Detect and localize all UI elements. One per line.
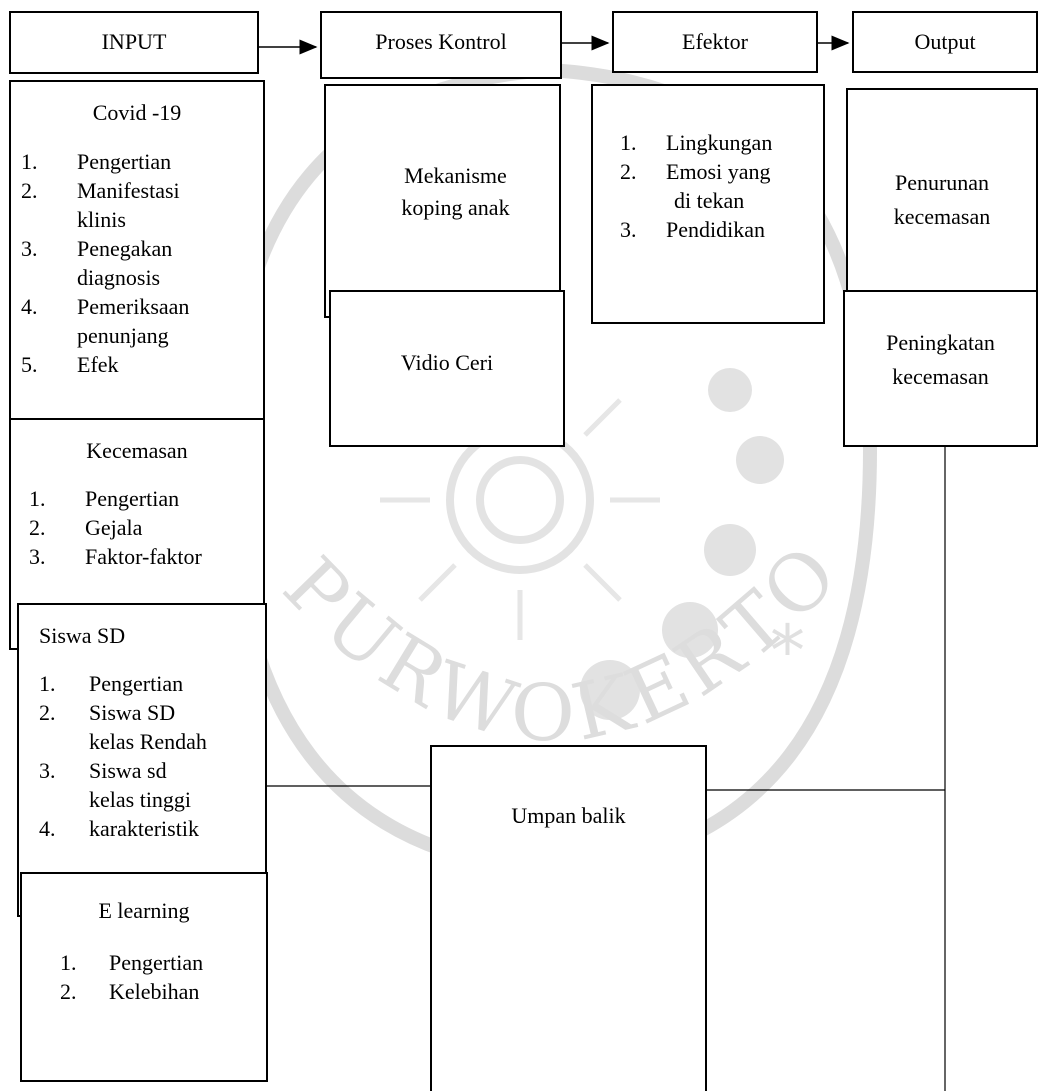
process-header-box: Proses Kontrol	[320, 11, 562, 79]
list-item: 4.karakteristik	[39, 816, 199, 841]
list-item: 2.Gejala	[29, 515, 143, 540]
list-item: 3.Pendidikan	[620, 217, 765, 242]
students-title: Siswa SD	[39, 623, 126, 648]
list-item: 1.Pengertian	[21, 149, 172, 174]
list-item: 1.Lingkungan	[620, 130, 773, 155]
covid-title: Covid -19	[92, 100, 182, 125]
elearning-box: E learning 1.Pengertian 2.Kelebihan	[20, 872, 268, 1082]
video-label: Vidio Ceri	[400, 350, 494, 375]
anxiety-title: Kecemasan	[86, 438, 188, 463]
watermark-flower	[708, 368, 752, 412]
process-header-label: Proses Kontrol	[375, 29, 507, 54]
list-item: 2.Kelebihan	[60, 979, 200, 1004]
watermark-seal: PURWOKERTO *	[222, 62, 878, 878]
feedback-label: Umpan balik	[511, 803, 626, 828]
effector-header-box: Efektor	[612, 11, 818, 73]
list-item: 5.Efek	[21, 352, 119, 377]
video-box: Vidio Ceri	[329, 290, 565, 447]
list-item: 1.Pengertian	[29, 486, 180, 511]
input-header-label: INPUT	[101, 29, 167, 54]
effector-header-label: Efektor	[682, 29, 748, 54]
feedback-box: Umpan balik	[430, 745, 707, 1091]
list-item: 3.Faktor-faktor	[29, 544, 202, 569]
output-header-box: Output	[852, 11, 1038, 73]
output-header-label: Output	[914, 29, 976, 54]
elearning-title: E learning	[98, 898, 190, 923]
list-item: 1.Pengertian	[60, 950, 204, 975]
input-header-box: INPUT	[9, 11, 259, 74]
list-item: 1.Pengertian	[39, 671, 184, 696]
svg-text:*: *	[770, 610, 805, 692]
